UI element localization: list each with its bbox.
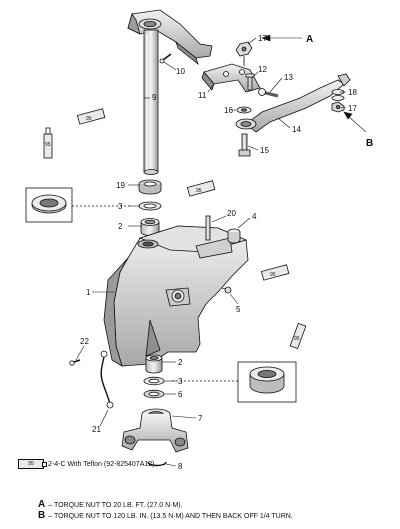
tube-label-4: 95 (270, 272, 276, 278)
tube-icon-5 (289, 322, 307, 350)
callout-3-upper: 3 (118, 202, 123, 211)
callout-15: 15 (260, 146, 269, 155)
callout-8: 8 (178, 462, 183, 471)
bracket (201, 63, 261, 93)
steering-arm (127, 9, 213, 66)
torque-note-b: B – TORQUE NUT TO 120 LB. IN. (13.5 N·M)… (38, 510, 293, 521)
callout-11: 11 (198, 91, 207, 100)
swivel-bracket (103, 225, 249, 367)
washer-18 (331, 89, 345, 101)
washer-16 (236, 106, 252, 114)
callout-17-upper: 17 (258, 34, 267, 43)
callout-16: 16 (224, 106, 233, 115)
bolt-13 (258, 88, 279, 98)
ground-strap-21 (100, 350, 114, 409)
callout-6: 6 (178, 390, 183, 399)
bushing-2-upper (140, 218, 160, 236)
callout-10: 10 (176, 67, 185, 76)
callout-9: 9 (152, 93, 157, 102)
nut-17-right (331, 101, 345, 113)
tube-icon-3 (186, 180, 216, 197)
grease-fitting-5 (221, 286, 232, 294)
tube-icon-1 (76, 108, 106, 125)
torque-note-a: A – TORQUE NUT TO 20 LB. FT. (27.0 N·M). (38, 499, 183, 510)
tube-label-1: 95 (86, 116, 92, 122)
nut-17-upper (235, 41, 253, 66)
tube-legend-icon: 95 (18, 459, 47, 469)
tube-label-5: 95 (294, 336, 300, 342)
reference-a: A (306, 34, 313, 45)
reference-b: B (366, 138, 373, 149)
callout-5: 5 (236, 305, 241, 314)
note-b-key: B (38, 510, 46, 521)
callout-20: 20 (227, 209, 236, 218)
callout-4: 4 (252, 212, 257, 221)
tube-icon-4 (260, 264, 290, 281)
tube-label-3: 95 (196, 188, 202, 194)
sealant-legend: 95 2-4-C With Teflon (92-825407A12) (18, 459, 154, 469)
bushing-2-lower (145, 354, 163, 374)
steering-shaft (143, 29, 159, 175)
callout-7: 7 (198, 414, 203, 423)
callout-2-lower: 2 (178, 358, 183, 367)
tube-icon-2 (43, 127, 53, 159)
screw-10 (159, 53, 172, 64)
link-rod (235, 73, 351, 133)
washer-3-lower (143, 376, 165, 386)
screw-22 (69, 359, 81, 366)
bushing-4 (227, 228, 241, 244)
leader-lines (75, 34, 367, 467)
note-a-text: – TORQUE NUT TO 20 LB. FT. (27.0 N·M). (48, 502, 183, 509)
callout-2-upper: 2 (118, 222, 123, 231)
note-b-text: – TORQUE NUT TO 120 LB. IN. (13.5 N·M) A… (48, 513, 293, 520)
callout-12: 12 (258, 65, 267, 74)
callout-21: 21 (92, 425, 101, 434)
pin-12 (245, 73, 255, 91)
legend-text: 2-4-C With Teflon (92-825407A12) (48, 460, 155, 468)
callout-18: 18 (348, 88, 357, 97)
callout-14: 14 (292, 125, 301, 134)
callout-1: 1 (86, 288, 91, 297)
callout-13: 13 (284, 73, 293, 82)
note-a-key: A (38, 499, 46, 510)
bolt-15 (238, 133, 251, 157)
bushing-inset-lower (172, 361, 297, 403)
callout-19: 19 (116, 181, 125, 190)
tube-legend-number: 95 (28, 461, 34, 467)
seal-6 (143, 389, 165, 399)
tube-label-2: 95 (45, 142, 51, 148)
washer-3-upper (138, 201, 162, 211)
callout-17-right: 17 (348, 104, 357, 113)
seal-inset-upper (25, 187, 130, 223)
callout-3-lower: 3 (178, 377, 183, 386)
lower-yoke (121, 408, 189, 453)
callout-22: 22 (80, 337, 89, 346)
pin-20 (205, 215, 211, 241)
snap-ring-8 (147, 461, 167, 467)
seal-19 (138, 179, 162, 195)
